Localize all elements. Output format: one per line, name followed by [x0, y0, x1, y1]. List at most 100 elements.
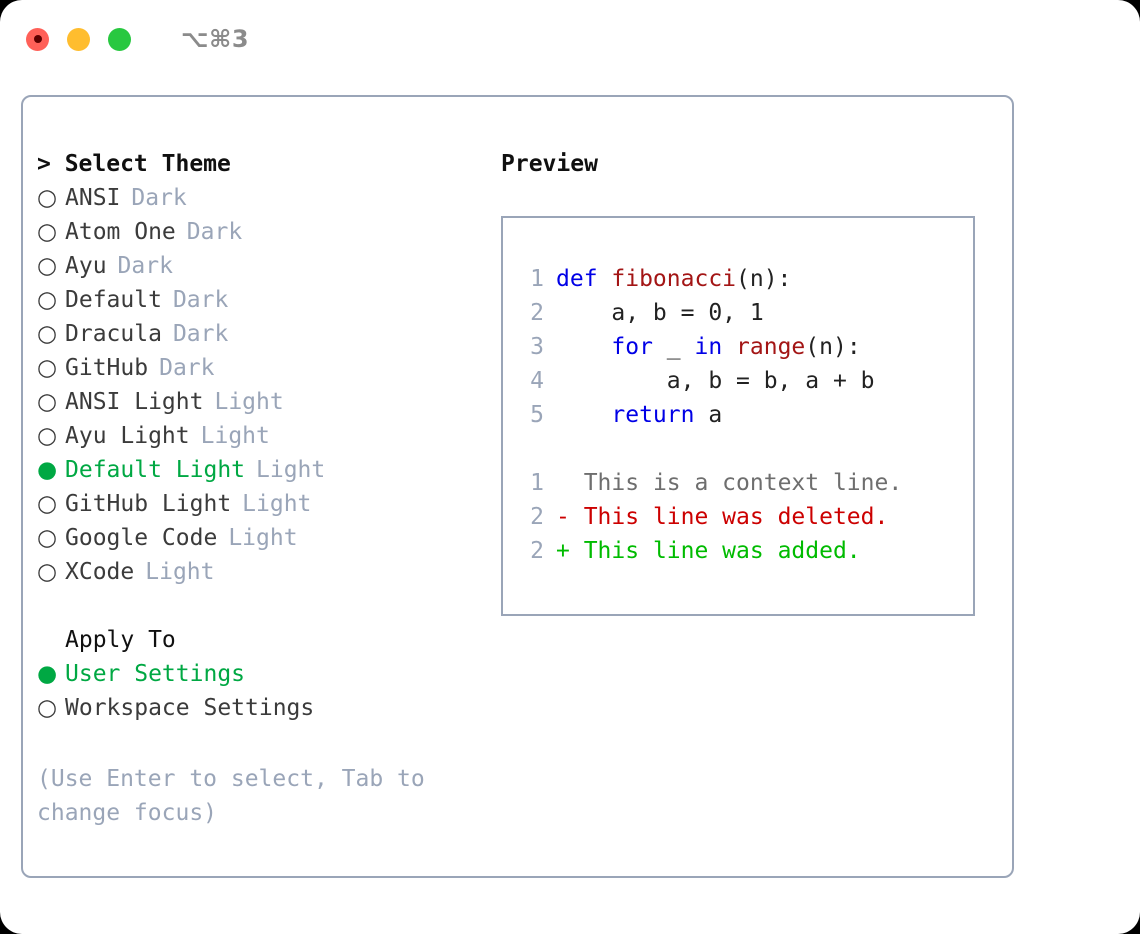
radio-unselected-icon: ○ — [37, 355, 58, 381]
theme-option-tag: Dark — [172, 321, 229, 347]
code-line-text: def fibonacci(n): — [556, 262, 791, 296]
theme-option-label: Google Code — [65, 525, 218, 551]
theme-option-tag: Dark — [131, 185, 187, 211]
theme-option-label: Dracula — [65, 321, 162, 347]
code-line-number: 3 — [530, 334, 544, 360]
radio-unselected-icon: ○ — [37, 423, 58, 449]
code-diff-separator — [514, 432, 973, 466]
code-token — [556, 402, 611, 428]
code-token: range — [736, 334, 806, 360]
radio-unselected-icon: ○ — [37, 491, 58, 517]
diff-line-number: 2 — [530, 538, 544, 564]
radio-unselected-icon: ○ — [37, 287, 58, 313]
traffic-lights — [26, 27, 131, 51]
theme-option[interactable]: ○ ANSI Dark — [37, 181, 477, 215]
code-line: 2 a, b = 0, 1 — [514, 296, 973, 330]
window-title: ⌥⌘3 — [181, 25, 250, 53]
theme-option-tag: Dark — [186, 219, 243, 245]
theme-option-label: ANSI Light — [65, 389, 204, 415]
code-line-number: 4 — [530, 368, 544, 394]
theme-option[interactable]: ○ GitHub Dark — [37, 351, 477, 385]
code-token — [556, 334, 611, 360]
diff-line: 2 + This line was added. — [514, 534, 973, 568]
theme-option-label: GitHub — [65, 355, 149, 381]
diff-line-number: 2 — [530, 504, 544, 530]
close-button[interactable] — [26, 27, 49, 51]
select-theme-header: > Select Theme — [37, 151, 231, 177]
code-line: 4 a, b = b, a + b — [514, 364, 973, 398]
code-token: for — [611, 334, 653, 360]
apply-to-option[interactable]: ● User Settings — [37, 657, 477, 691]
theme-option-tag: Light — [145, 559, 215, 585]
theme-option[interactable]: ○ Dracula Dark — [37, 317, 477, 351]
diff-line-number: 1 — [530, 470, 544, 496]
theme-option-tag: Dark — [159, 355, 215, 381]
theme-option[interactable]: ○ Default Dark — [37, 283, 477, 317]
code-line: 3 for _ in range(n): — [514, 330, 973, 364]
radio-unselected-icon: ○ — [37, 185, 58, 211]
theme-option-label: Ayu — [65, 253, 107, 279]
radio-unselected-icon: ○ — [37, 253, 58, 279]
theme-option-tag: Light — [256, 457, 326, 483]
theme-option-tag: Light — [214, 389, 284, 415]
theme-option-tag: Dark — [117, 253, 173, 279]
radio-unselected-icon: ○ — [37, 525, 58, 551]
theme-option-tag: Light — [242, 491, 312, 517]
code-line-text: a, b = 0, 1 — [556, 296, 764, 330]
code-token: a — [694, 402, 723, 428]
theme-option-label: Atom One — [65, 219, 176, 245]
theme-option-label: GitHub Light — [65, 491, 232, 517]
theme-option[interactable]: ● Default Light Light — [37, 453, 477, 487]
preview-title: Preview — [501, 151, 598, 177]
code-token: a, b = b, a + b — [556, 368, 875, 394]
code-line-text: return a — [556, 398, 722, 432]
minimize-button[interactable] — [67, 27, 90, 51]
apply-to-option-label: Workspace Settings — [65, 695, 315, 721]
theme-option-label: ANSI — [65, 185, 121, 211]
theme-option[interactable]: ○ GitHub Light Light — [37, 487, 477, 521]
diff-line-text: This is a context line. — [569, 470, 903, 496]
code-line-number: 1 — [530, 266, 544, 292]
diff-marker: + — [556, 538, 570, 564]
theme-option[interactable]: ○ ANSI Light Light — [37, 385, 477, 419]
radio-unselected-icon: ○ — [37, 321, 58, 347]
code-token: (n): — [805, 334, 861, 360]
code-token: fibonacci — [611, 266, 737, 292]
radio-unselected-icon: ○ — [37, 559, 58, 585]
apply-to-option[interactable]: ○ Workspace Settings — [37, 691, 477, 725]
diff-sample: 1 This is a context line. 2- This line wa… — [514, 466, 973, 568]
maximize-button[interactable] — [108, 27, 131, 51]
code-line: 5 return a — [514, 398, 973, 432]
radio-unselected-icon: ○ — [37, 695, 58, 721]
code-token: def — [556, 266, 612, 292]
code-token — [722, 334, 736, 360]
theme-option[interactable]: ○ Ayu Dark — [37, 249, 477, 283]
theme-option-tag: Dark — [172, 287, 229, 313]
code-token: (n): — [736, 266, 792, 292]
apply-to-list: ● User Settings ○ Workspace Settings — [37, 657, 477, 725]
theme-option-label: Ayu Light — [65, 423, 190, 449]
diff-marker: - — [556, 504, 570, 530]
apply-to-option-label: User Settings — [65, 661, 246, 687]
keyboard-hint: (Use Enter to select, Tab to change focu… — [37, 766, 439, 826]
theme-option-label: Default — [65, 287, 162, 313]
code-token: a, b = 0, 1 — [556, 300, 764, 326]
diff-line-text: This line was added. — [569, 538, 861, 564]
radio-unselected-icon: ○ — [37, 389, 58, 415]
diff-line-text: This line was deleted. — [569, 504, 889, 530]
diff-line: 1 This is a context line. — [514, 466, 973, 500]
code-token: return — [611, 402, 695, 428]
list-spacer — [37, 589, 477, 623]
radio-selected-icon: ● — [37, 457, 58, 483]
theme-option-label: Default Light — [65, 457, 246, 483]
radio-selected-icon: ● — [37, 661, 58, 687]
